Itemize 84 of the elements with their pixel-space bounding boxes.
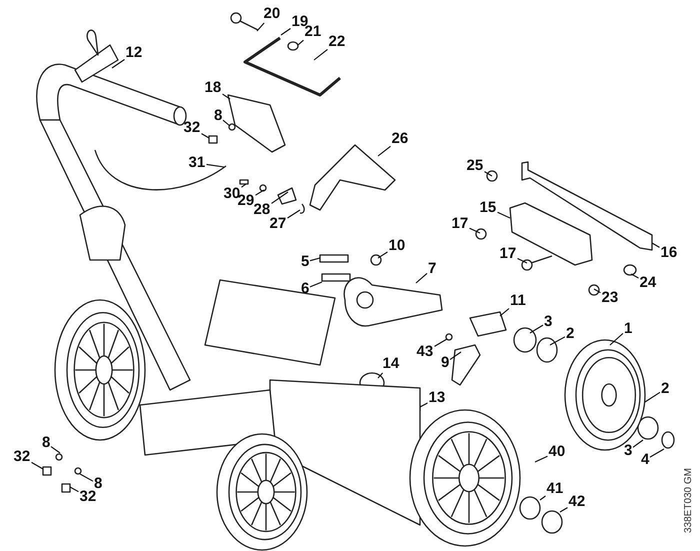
leader-line <box>534 456 548 462</box>
callout-number: 8 <box>214 108 222 124</box>
leader-line <box>497 212 510 218</box>
leader-line <box>310 257 320 262</box>
callout-number: 17 <box>500 246 516 262</box>
leader-line <box>644 392 660 402</box>
leader-line <box>517 258 528 264</box>
leader-line <box>416 272 428 284</box>
leader-line <box>50 446 60 454</box>
callout-number: 8 <box>94 476 102 492</box>
callout-number: 15 <box>480 200 496 216</box>
leader-line <box>314 48 328 60</box>
leader-line <box>540 496 546 500</box>
leader-line <box>632 440 644 448</box>
leader-line <box>550 336 566 346</box>
leader-line <box>650 448 664 458</box>
callout-number: 24 <box>640 275 656 291</box>
callout-number: 4 <box>641 452 650 468</box>
callout-number: 8 <box>42 435 50 451</box>
callout-number: 3 <box>624 443 632 459</box>
leader-line <box>287 210 300 218</box>
leader-line <box>201 133 210 138</box>
leader-line <box>280 28 291 36</box>
callout-number: 18 <box>204 80 222 96</box>
callout-number: 41 <box>546 481 564 497</box>
leader-line <box>255 190 264 196</box>
leader-line <box>256 22 265 32</box>
leader-line <box>378 372 383 378</box>
callout-number: 31 <box>188 155 206 171</box>
callout-number: 32 <box>14 449 30 465</box>
leader-line <box>271 192 288 204</box>
leader-line <box>469 228 480 234</box>
callout-number: 12 <box>126 45 142 61</box>
callout-number: 17 <box>452 216 468 232</box>
callout-number: 22 <box>328 34 346 50</box>
callout-number: 40 <box>548 444 566 460</box>
leader-line <box>112 59 125 68</box>
callout-number: 42 <box>568 494 586 510</box>
callout-number: 1 <box>624 321 632 337</box>
callout-number: 26 <box>392 131 408 147</box>
callout-number: 2 <box>566 326 574 342</box>
leader-line <box>241 184 246 188</box>
leader-line <box>420 402 428 408</box>
callout-number: 32 <box>184 120 200 136</box>
leader-line <box>500 308 510 316</box>
leader-line <box>530 324 544 334</box>
callout-number: 25 <box>466 158 484 174</box>
leader-line <box>222 120 230 126</box>
callout-number: 27 <box>270 216 286 232</box>
callout-number: 23 <box>602 290 618 306</box>
callout-number: 20 <box>264 6 280 22</box>
leader-line <box>610 332 624 346</box>
callout-number: 43 <box>416 344 434 360</box>
drawing-code: 338ET030 GM <box>682 467 694 533</box>
callout-number: 5 <box>301 254 310 270</box>
leader-line <box>378 146 391 156</box>
leader-line <box>630 274 639 278</box>
callout-number: 13 <box>428 390 446 406</box>
callout-number: 10 <box>388 238 406 254</box>
leader-line <box>450 352 462 360</box>
callout-number: 2 <box>661 381 670 397</box>
leader-line <box>484 171 492 176</box>
leader-line <box>222 94 230 100</box>
callout-number: 16 <box>660 245 678 261</box>
leader-line <box>378 252 388 258</box>
leader-line <box>434 338 448 347</box>
callout-number: 3 <box>544 314 552 330</box>
leader-line <box>31 462 44 470</box>
callout-number: 32 <box>80 489 96 505</box>
callout-number: 7 <box>428 261 436 277</box>
leader-line <box>206 164 224 168</box>
leader-line <box>310 282 322 288</box>
leader-line <box>70 486 79 492</box>
callout-number: 14 <box>382 356 400 372</box>
callout-number: 11 <box>510 293 526 309</box>
callout-number: 6 <box>301 281 310 297</box>
leader-line <box>298 40 304 46</box>
callout-number: 28 <box>254 202 270 218</box>
callout-number: 9 <box>441 355 450 371</box>
leader-line <box>594 288 601 294</box>
leader-line <box>652 242 660 248</box>
leader-line <box>560 507 568 512</box>
callout-number: 30 <box>224 186 240 202</box>
leader-line <box>80 474 94 482</box>
